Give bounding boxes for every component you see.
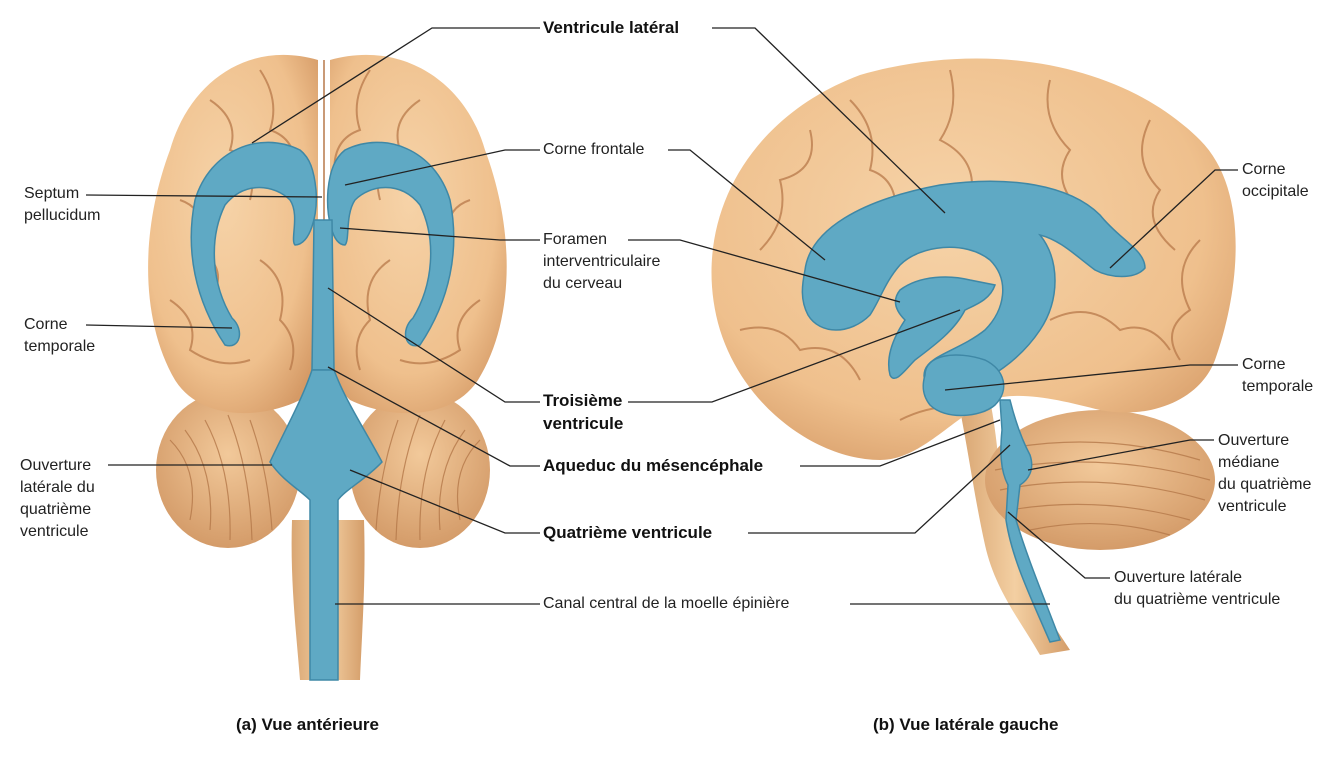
label-septum-1: Septum bbox=[24, 183, 79, 204]
label-central-canal: Canal central de la moelle épinière bbox=[543, 593, 789, 614]
caption-lateral-view: (b) Vue latérale gauche bbox=[873, 715, 1058, 735]
label-lateral-aperture-right-1: Ouverture latérale bbox=[1114, 567, 1242, 588]
label-occipital-horn-2: occipitale bbox=[1242, 181, 1309, 202]
label-median-aperture-2: médiane bbox=[1218, 452, 1279, 473]
label-lateral-aperture-left-4: ventricule bbox=[20, 521, 88, 542]
label-septum-2: pellucidum bbox=[24, 205, 100, 226]
label-median-aperture-4: ventricule bbox=[1218, 496, 1286, 517]
label-temporal-horn-right-2: temporale bbox=[1242, 376, 1313, 397]
label-temporal-horn-left-1: Corne bbox=[24, 314, 68, 335]
label-third-ventricle-2: ventricule bbox=[543, 413, 623, 434]
label-lateral-ventricle: Ventricule latéral bbox=[543, 17, 679, 38]
label-temporal-horn-left-2: temporale bbox=[24, 336, 95, 357]
label-median-aperture-1: Ouverture bbox=[1218, 430, 1289, 451]
label-lateral-aperture-left-2: latérale du bbox=[20, 477, 95, 498]
label-median-aperture-3: du quatrième bbox=[1218, 474, 1311, 495]
lateral-view bbox=[711, 58, 1235, 655]
label-lateral-aperture-right-2: du quatrième ventricule bbox=[1114, 589, 1280, 610]
label-interventricular-foramen-2: interventriculaire bbox=[543, 251, 660, 272]
anterior-fourth-ventricle bbox=[270, 370, 382, 680]
label-third-ventricle-1: Troisième bbox=[543, 390, 622, 411]
anterior-view bbox=[148, 55, 507, 680]
label-frontal-horn: Corne frontale bbox=[543, 139, 644, 160]
label-cerebral-aqueduct: Aqueduc du mésencéphale bbox=[543, 455, 763, 476]
caption-anterior-view: (a) Vue antérieure bbox=[236, 715, 379, 735]
label-interventricular-foramen-3: du cerveau bbox=[543, 273, 622, 294]
label-lateral-aperture-left-3: quatrième bbox=[20, 499, 91, 520]
label-occipital-horn-1: Corne bbox=[1242, 159, 1286, 180]
label-fourth-ventricle: Quatrième ventricule bbox=[543, 522, 712, 543]
anterior-third-ventricle bbox=[312, 220, 334, 370]
label-lateral-aperture-left-1: Ouverture bbox=[20, 455, 91, 476]
label-temporal-horn-right-1: Corne bbox=[1242, 354, 1286, 375]
label-interventricular-foramen-1: Foramen bbox=[543, 229, 607, 250]
